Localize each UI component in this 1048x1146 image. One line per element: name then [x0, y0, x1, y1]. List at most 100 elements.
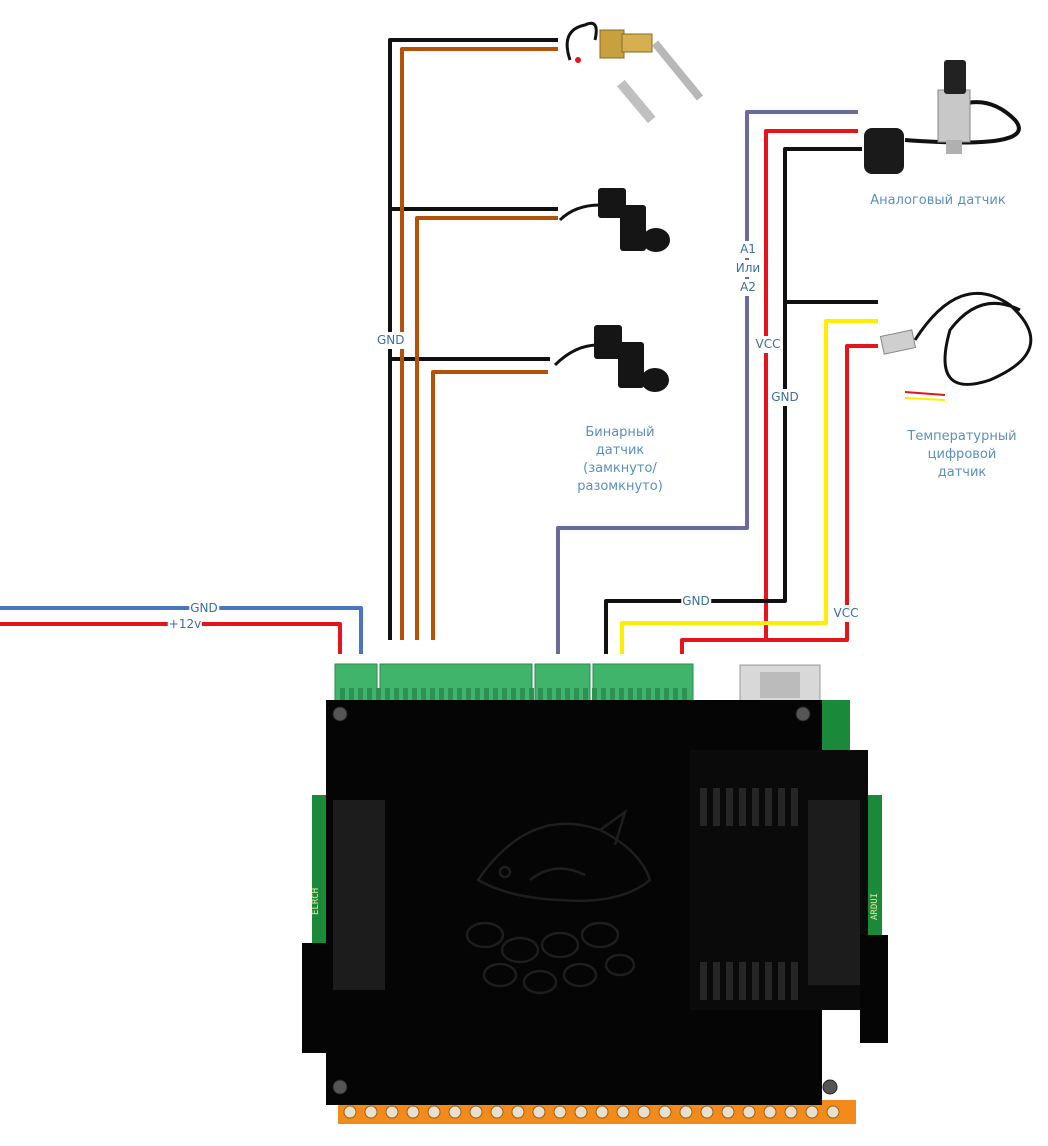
terminal-screw	[583, 688, 588, 700]
screw-br	[822, 1079, 838, 1095]
vent-slot	[765, 788, 772, 826]
label-vcc-bottom: VCC	[832, 605, 860, 622]
terminal-screw	[655, 688, 660, 700]
bottom-screw	[826, 1105, 840, 1119]
terminal-screw	[574, 688, 579, 700]
vent-slot	[700, 962, 707, 1000]
wire-gnd-bus-binary	[388, 38, 558, 640]
bottom-screw	[679, 1105, 693, 1119]
bottom-screw	[700, 1105, 714, 1119]
terminal-screw	[547, 688, 552, 700]
board-side-mark-right: ARDUI	[870, 893, 880, 920]
wire-temp-data	[620, 319, 878, 654]
case-vents	[700, 788, 798, 1000]
vent-slot	[791, 788, 798, 826]
bottom-screw	[406, 1105, 420, 1119]
pcb-top-right	[820, 700, 850, 750]
wire-analog-signal	[556, 110, 858, 654]
float-switch-1-image	[558, 188, 670, 252]
wire-signal-binary-1	[400, 47, 558, 640]
bottom-screw	[469, 1105, 483, 1119]
vent-slot	[713, 962, 720, 1000]
caption-analog-sensor: Аналоговый датчик	[870, 193, 1006, 208]
terminal-block-analog	[534, 663, 591, 703]
terminal-screw	[538, 688, 543, 700]
bottom-screw	[490, 1105, 504, 1119]
bottom-screw	[595, 1105, 609, 1119]
terminal-screw	[376, 688, 381, 700]
label-gnd-bottom: GND	[681, 593, 711, 610]
terminal-screw	[448, 688, 453, 700]
terminal-screw	[601, 688, 606, 700]
screw-tr	[795, 706, 811, 722]
wire-power-12v	[0, 622, 342, 654]
caption-binary-sensor: Бинарный датчик (замкнуто/ разомкнуто)	[577, 425, 663, 494]
vent-slot	[739, 788, 746, 826]
board-side-mark-left: ELRCH	[311, 888, 321, 915]
bottom-screw-row	[343, 1105, 840, 1119]
terminal-screw	[673, 688, 678, 700]
bottom-screw	[574, 1105, 588, 1119]
terminal-screw	[430, 688, 435, 700]
terminal-screw	[358, 688, 363, 700]
label-power-12v: +12v	[167, 616, 203, 633]
terminal-screw	[475, 688, 480, 700]
vent-slot	[726, 962, 733, 1000]
bottom-screw	[637, 1105, 651, 1119]
bottom-screw	[553, 1105, 567, 1119]
bottom-screw	[532, 1105, 546, 1119]
bottom-screw	[448, 1105, 462, 1119]
terminal-screw	[349, 688, 354, 700]
terminal-screw	[439, 688, 444, 700]
terminal-screw	[646, 688, 651, 700]
bottom-screw	[616, 1105, 630, 1119]
vent-slot	[752, 962, 759, 1000]
bottom-screw	[658, 1105, 672, 1119]
bottom-screw	[721, 1105, 735, 1119]
vent-slot	[726, 788, 733, 826]
bottom-screw	[784, 1105, 798, 1119]
temperature-probe-image	[879, 291, 1033, 401]
wire-signal-binary-2	[415, 216, 558, 640]
terminal-screw	[421, 688, 426, 700]
terminal-screw	[511, 688, 516, 700]
terminal-screw	[493, 688, 498, 700]
label-a1: A1	[739, 241, 757, 258]
controller-board: ELRCH ARDUI	[302, 663, 888, 1124]
case-side-slot-right	[808, 800, 860, 985]
terminal-screw	[628, 688, 633, 700]
terminal-screw	[412, 688, 417, 700]
vent-slot	[739, 962, 746, 1000]
terminal-screw	[403, 688, 408, 700]
vent-slot	[752, 788, 759, 826]
wire-signal-binary-3	[431, 370, 548, 640]
vent-slot	[778, 962, 785, 1000]
terminal-screw	[394, 688, 399, 700]
terminal-screw	[367, 688, 372, 700]
terminal-screw-row	[340, 688, 687, 700]
terminal-screw	[619, 688, 624, 700]
terminal-screw	[466, 688, 471, 700]
vent-slot	[765, 962, 772, 1000]
wire-vcc-temp	[766, 344, 878, 642]
label-ili: Или	[734, 260, 762, 277]
fish-logo-emboss	[465, 808, 652, 995]
screw-bl	[332, 1079, 348, 1095]
vent-slot	[791, 962, 798, 1000]
bottom-screw	[343, 1105, 357, 1119]
terminal-screw	[457, 688, 462, 700]
ethernet-port-inner	[760, 672, 800, 698]
vent-slot	[700, 788, 707, 826]
terminal-screw	[556, 688, 561, 700]
label-power-gnd: GND	[189, 600, 219, 617]
terminal-screw	[682, 688, 687, 700]
wire-gnd-analog	[604, 147, 862, 654]
terminal-screw	[664, 688, 669, 700]
bottom-screw	[742, 1105, 756, 1119]
terminal-screw	[385, 688, 390, 700]
terminal-screw	[565, 688, 570, 700]
label-gnd-binary: GND	[376, 332, 406, 349]
probe-sensor-image	[565, 21, 704, 124]
bottom-screw	[427, 1105, 441, 1119]
